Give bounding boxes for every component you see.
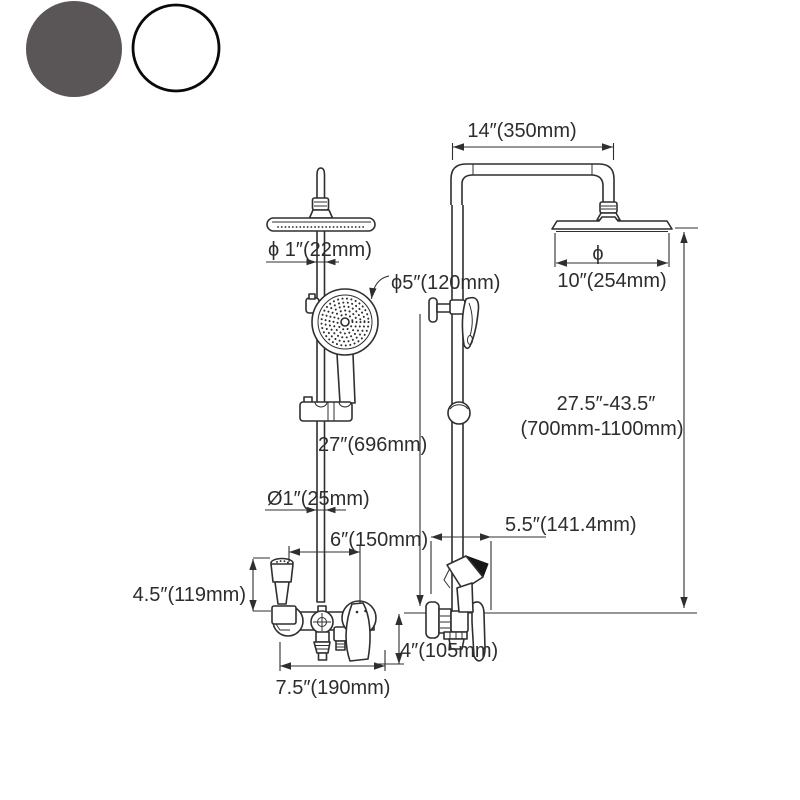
valve-outlet-side [448, 638, 465, 650]
slider-knob-detail [449, 404, 469, 410]
dimension-lines [249, 143, 698, 671]
label-spout-width: 6″(150mm) [330, 529, 428, 551]
nozzle-ring [328, 305, 362, 339]
bidet-sprayer-handle-side [456, 582, 474, 613]
rain-shower-head-side [551, 216, 673, 230]
cradle-inner-line [468, 302, 473, 337]
label-height-range-mm: (700mm-1100mm) [521, 418, 684, 440]
nozzle-ring [336, 313, 354, 331]
outlet-second-tip [335, 640, 346, 651]
wall-bracket-flange [428, 297, 438, 323]
label-valve-width: 7.5″(190mm) [276, 677, 391, 699]
nozzle-ring [324, 301, 366, 343]
front-view-figure [266, 167, 379, 662]
bidet-sprayer-body-side [446, 555, 484, 591]
label-wall-distance: 5.5″(141.4mm) [505, 514, 637, 536]
label-valve-height: 4″(105mm) [400, 640, 498, 662]
gooseneck-arm [450, 163, 615, 205]
arrowhead [306, 258, 317, 266]
reference-lines [404, 314, 697, 614]
bidet-sprayer-neck [274, 581, 290, 605]
slider-notch [314, 401, 328, 408]
label-top-width: 14″(350mm) [467, 120, 576, 142]
bidet-sprayer-trigger [443, 567, 451, 589]
valve-body-side [438, 608, 452, 634]
cradle-hole [467, 335, 473, 345]
side-view-figure [425, 163, 673, 662]
dimension-labels: 14″(350mm) ϕ 1″(22mm) ϕ5″(120mm) ϕ 10″(2… [133, 120, 684, 699]
valve-lever-front [345, 602, 371, 662]
arrowhead [325, 506, 336, 514]
label-handshower-diameter: ϕ5″(120mm) [391, 272, 500, 294]
diverter-center [317, 617, 327, 627]
handshower-center-cap [340, 317, 350, 327]
slider-notch [338, 401, 352, 408]
lever-screw [364, 609, 367, 613]
outlet-ribbed [313, 641, 331, 654]
label-rainhead-diameter-symbol: ϕ [592, 243, 603, 265]
handshower-cradle-hook [461, 296, 480, 350]
label-riser-diameter: Ø1″(25mm) [267, 488, 370, 510]
nozzle-ring [332, 309, 358, 335]
slider-knob-side [447, 401, 471, 425]
outlet-tip [317, 652, 328, 661]
color-swatch-white[interactable] [131, 3, 221, 93]
head-cone-front [308, 209, 334, 219]
valve-wall-flange-side [425, 601, 440, 639]
outlet-upper [315, 631, 330, 643]
label-riser-length: 27″(696mm) [318, 434, 427, 456]
slide-bracket-knob [308, 293, 316, 300]
label-head-pipe-diameter: ϕ 1″(22mm) [268, 239, 372, 261]
holder-clip [275, 623, 290, 631]
handshower-handle [336, 353, 356, 404]
sprayer-holder [271, 605, 297, 625]
valve-cartridge-side [450, 610, 469, 633]
label-sprayer-height: 4.5″(119mm) [133, 584, 246, 606]
rain-shower-head-front [266, 217, 376, 232]
gooseneck-arm-inner [461, 174, 604, 205]
head-connector-nut-side [599, 201, 618, 214]
bidet-sprayer-body-front [270, 563, 294, 583]
label-height-range-inches: 27.5″-43.5″ [557, 393, 656, 415]
arrowhead [306, 506, 317, 514]
nozzle-ring [320, 297, 370, 347]
outlet-second [333, 626, 348, 642]
color-swatch-dark-gray[interactable] [26, 1, 122, 97]
head-inlet-pipe [316, 167, 326, 200]
valve-lever-side [471, 601, 486, 662]
lever-screw [355, 610, 359, 614]
leader-handshower [369, 275, 390, 300]
head-connector-nut-front [311, 197, 330, 211]
color-options [26, 1, 221, 97]
arrowhead [325, 258, 336, 266]
slider-block [299, 401, 353, 422]
label-rainhead-diameter: 10″(254mm) [557, 270, 666, 292]
